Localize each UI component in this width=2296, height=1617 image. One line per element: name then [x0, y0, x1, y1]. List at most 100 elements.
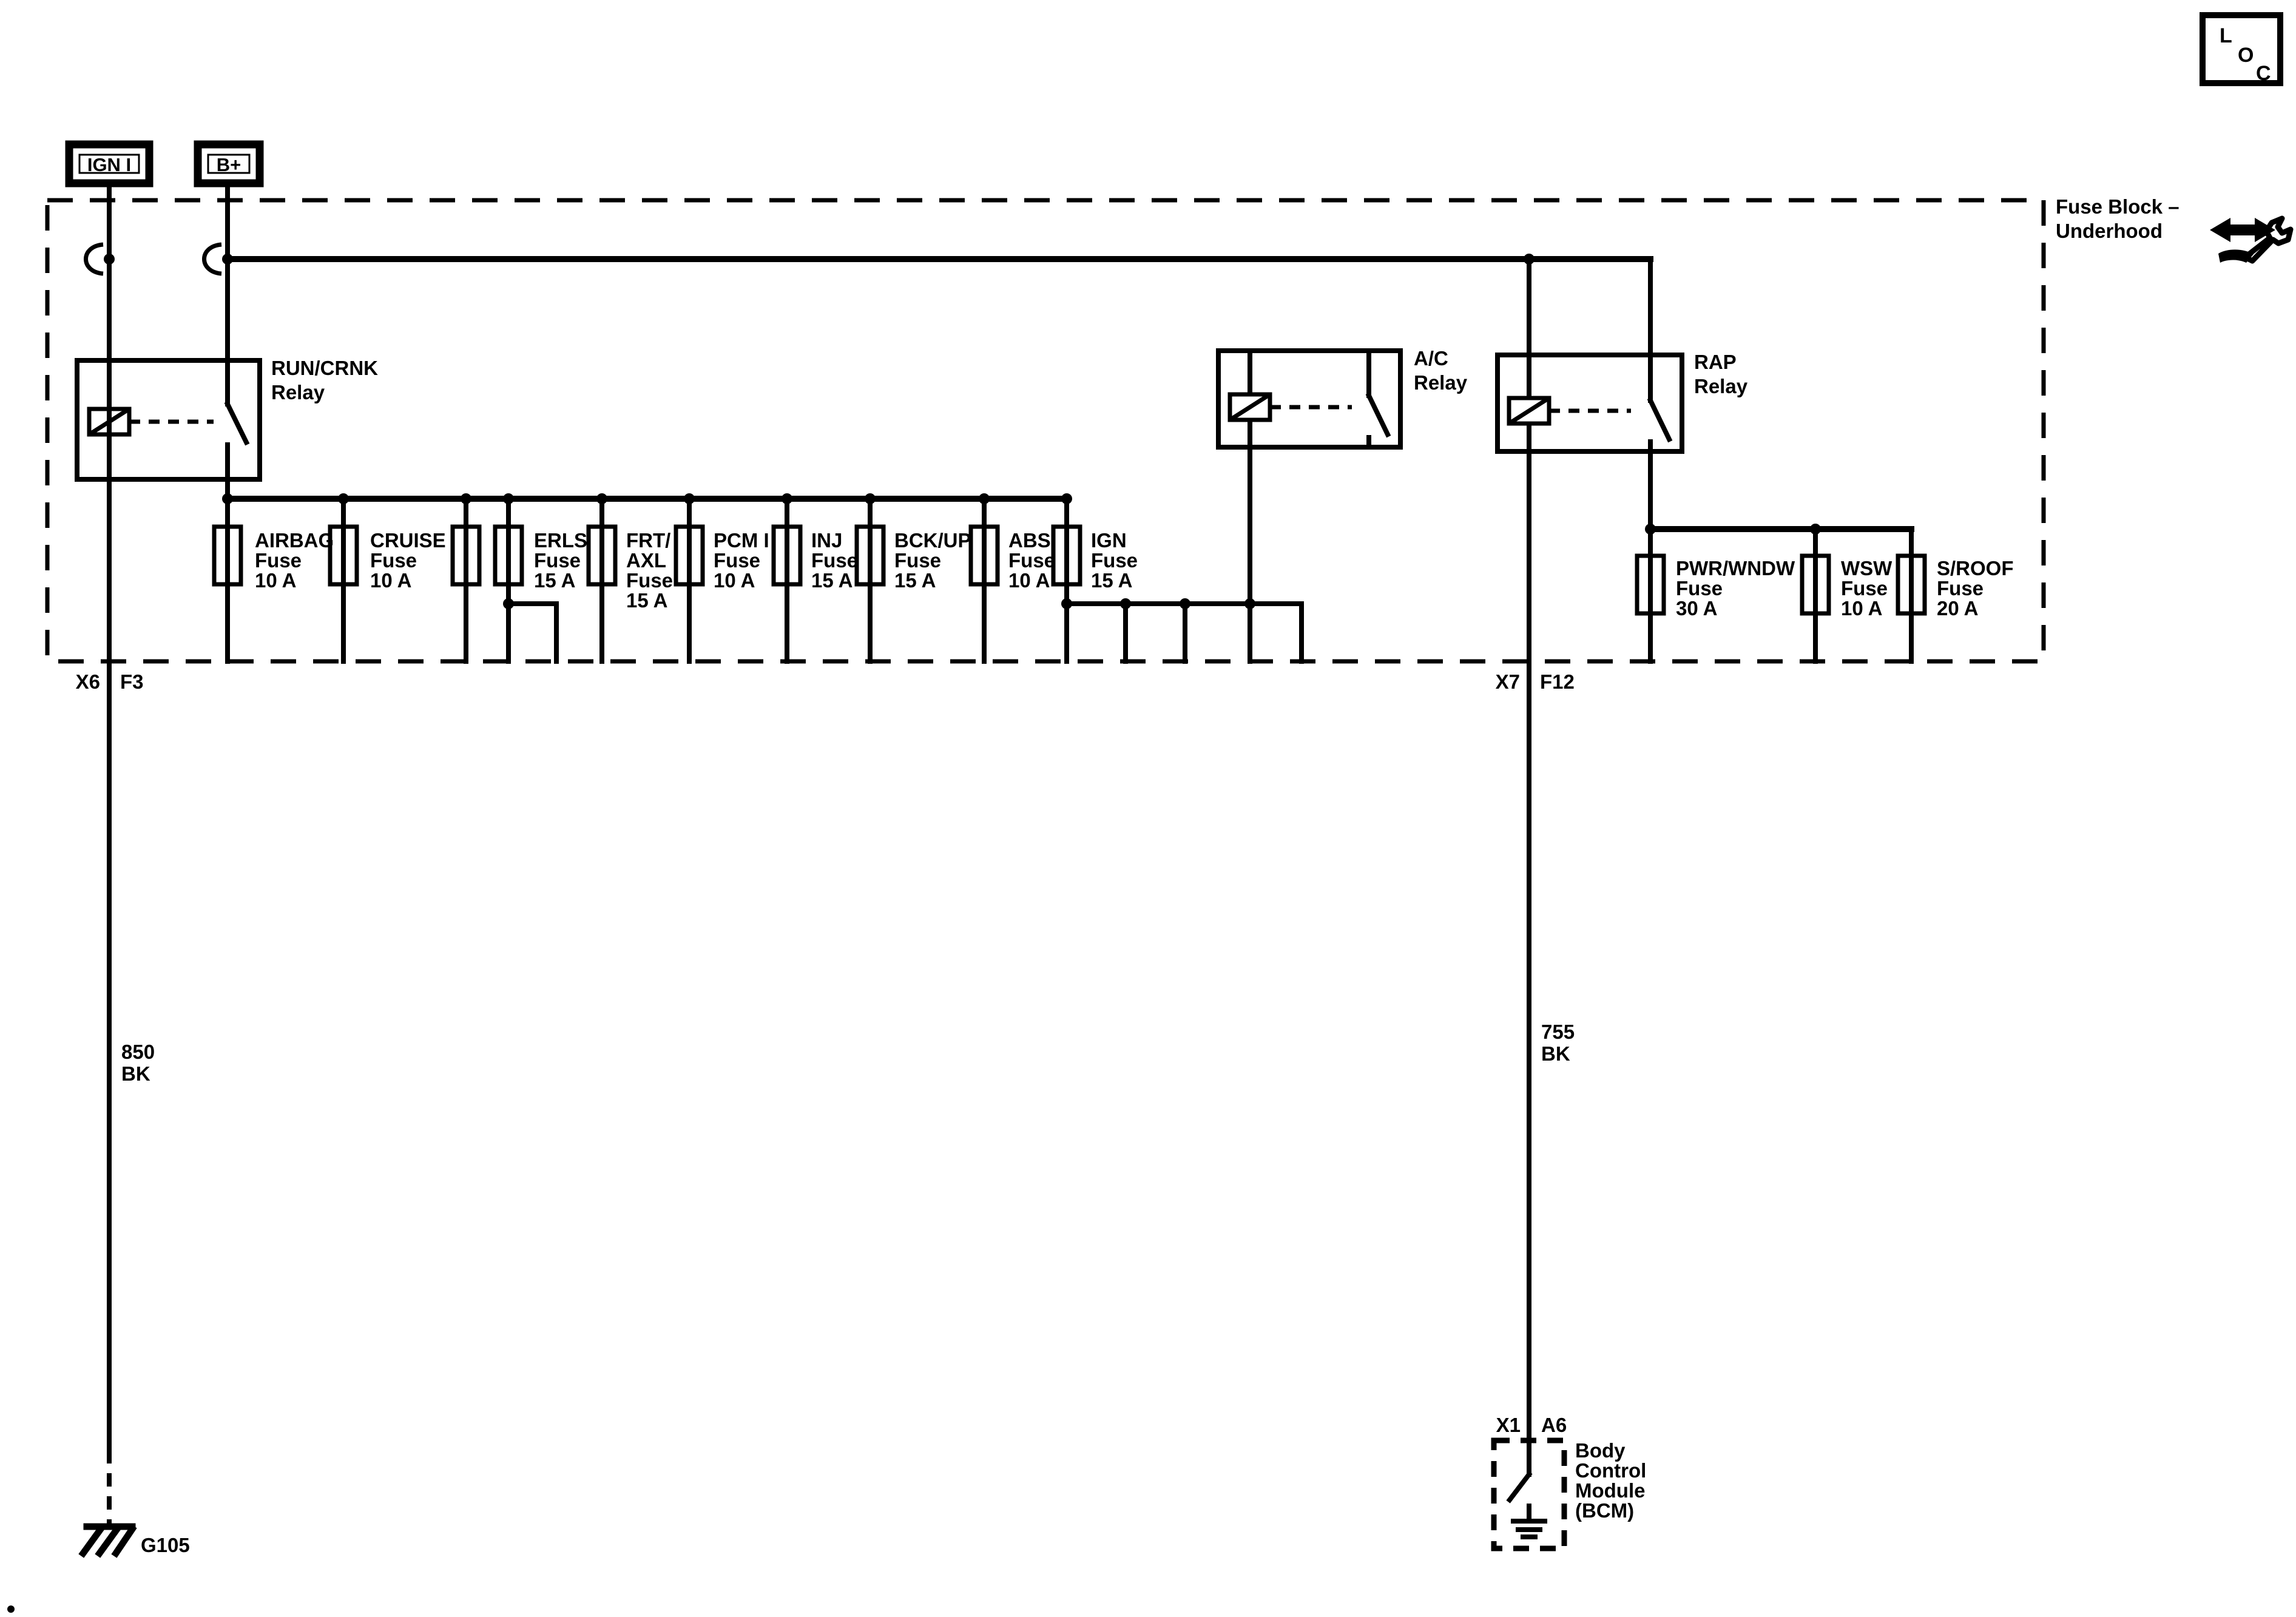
fuse-label: Fuse	[1676, 577, 1723, 599]
fuse-label: FRT/	[626, 529, 670, 552]
rap-relay: RAP Relay	[1495, 257, 1748, 1477]
bcm-label: Module	[1575, 1479, 1645, 1502]
wire-755-bk: 755 BK	[1541, 1021, 1575, 1065]
fuse-label: PWR/WNDW	[1676, 557, 1795, 579]
fuse-label: Fuse	[1937, 577, 1984, 599]
bplus-top-bus	[225, 254, 1653, 357]
connector-x7-label: X7	[1496, 670, 1520, 693]
fuse-label: 10 A	[714, 569, 755, 592]
connector-x1-label: X1	[1496, 1414, 1521, 1436]
connector-x7-f12: X7 F12	[1496, 670, 1575, 693]
fuse-block-boundary	[45, 198, 2046, 664]
fuse-icon	[968, 524, 1000, 587]
fuse-frt-axl: FRT/ AXL Fuse 15 A	[586, 496, 673, 664]
connector-f12-label: F12	[1540, 670, 1575, 693]
ground-g105: G105	[78, 1523, 190, 1558]
loc-letter-c: C	[2256, 62, 2271, 85]
connector-x6-f3: X6 F3	[76, 670, 144, 693]
ac-relay: A/C Relay	[1216, 347, 1468, 664]
fuse-label: ERLS	[534, 529, 587, 552]
fuse-block-title-line1: Fuse Block –	[2056, 195, 2180, 218]
fuse-icon	[854, 524, 886, 587]
bplus-feed-wire	[202, 181, 233, 407]
fuse-label: 15 A	[534, 569, 575, 592]
bcm-internal-switch	[1506, 1471, 1533, 1504]
bplus-terminal: B+	[194, 140, 264, 187]
fuse-label: IGN	[1091, 529, 1127, 552]
ign-output-bus	[1061, 598, 1304, 664]
fuse-icon	[1896, 553, 1927, 616]
bcm-module: X1 A6 Body Control Module (BCM)	[1491, 1414, 1646, 1551]
fuse-label: BCK/UP	[894, 529, 971, 552]
fuse-icon	[771, 524, 803, 587]
fuse-ign: IGN Fuse 15 A	[1051, 496, 1138, 664]
ign-feed-wire	[84, 181, 115, 1453]
fuse-pcm-i: PCM I Fuse 10 A	[674, 496, 769, 664]
fuse-label: 15 A	[1091, 569, 1132, 592]
fuse-label: ABS	[1008, 529, 1051, 552]
wire-850-bk: 850 BK	[107, 1041, 155, 1524]
fuse-label: 10 A	[1008, 569, 1050, 592]
bcm-label: Body	[1575, 1439, 1626, 1462]
fuse-block-title: Fuse Block – Underhood	[2056, 195, 2180, 242]
fuse-icon	[493, 524, 524, 587]
relay-switch-blade	[224, 400, 250, 446]
fuse-spare	[450, 496, 482, 664]
ac-relay-name: A/C	[1414, 347, 1448, 370]
fuse-label: INJ	[811, 529, 842, 552]
fuse-icon	[1800, 553, 1831, 616]
fuse-block-title-line2: Underhood	[2056, 220, 2163, 242]
fuse-icon	[1635, 553, 1666, 616]
wire-color-code: BK	[1541, 1042, 1570, 1065]
bplus-terminal-label: B+	[217, 154, 241, 175]
fuse-label: AXL	[626, 549, 666, 572]
fuse-label: Fuse	[534, 549, 581, 572]
fuse-label: 30 A	[1676, 597, 1717, 619]
run-crnk-relay-type: Relay	[271, 381, 325, 403]
fuse-inj: INJ Fuse 15 A	[771, 496, 858, 664]
fuse-label: Fuse	[1841, 577, 1888, 599]
loc-icon: L O C	[2200, 12, 2283, 86]
left-fuse-bus	[222, 493, 1072, 504]
fuse-label: 20 A	[1937, 597, 1978, 619]
loc-letter-l: L	[2220, 24, 2232, 47]
splice-hook-icon	[202, 242, 222, 276]
relay-switch-blade	[1365, 392, 1391, 438]
fuse-label: 15 A	[811, 569, 853, 592]
ac-relay-type: Relay	[1414, 371, 1468, 394]
connector-a6-label: A6	[1541, 1414, 1567, 1436]
fuse-icon	[586, 524, 618, 587]
fuse-bck-up: BCK/UP Fuse 15 A	[854, 496, 971, 664]
wrench-double-arrow-icon	[2210, 215, 2294, 264]
run-crnk-relay-name: RUN/CRNK	[271, 357, 378, 379]
fuse-s-roof: S/ROOF Fuse 20 A	[1896, 527, 2014, 664]
ign-terminal: IGN I	[65, 140, 154, 187]
fuse-label: Fuse	[626, 569, 673, 592]
fuse-label: Fuse	[1091, 549, 1138, 572]
fuse-abs: ABS Fuse 10 A	[968, 496, 1055, 664]
loc-letter-o: O	[2238, 44, 2254, 67]
fuse-label: Fuse	[370, 549, 417, 572]
fuse-label: 15 A	[894, 569, 936, 592]
rap-relay-name: RAP	[1694, 351, 1737, 373]
page-artifact-dot	[7, 1605, 15, 1613]
fuse-label: AIRBAG	[255, 529, 334, 552]
fuse-cruise: CRUISE Fuse 10 A	[328, 496, 446, 664]
fuse-label: Fuse	[714, 549, 760, 572]
fuse-airbag: AIRBAG Fuse 10 A	[212, 496, 334, 664]
bcm-label: (BCM)	[1575, 1499, 1634, 1522]
right-fuse-bus	[1645, 524, 1914, 535]
fuse-label: 10 A	[1841, 597, 1882, 619]
fuse-label: CRUISE	[370, 529, 446, 552]
fuse-wsw: WSW Fuse 10 A	[1800, 527, 1893, 664]
fuse-icon	[450, 524, 482, 587]
wire-circuit-number: 755	[1541, 1021, 1575, 1043]
wire-color-code: BK	[121, 1062, 150, 1085]
bcm-label: Control	[1575, 1459, 1646, 1482]
fuse-label: 10 A	[255, 569, 296, 592]
ign-terminal-label: IGN I	[87, 154, 131, 175]
fuse-erls: ERLS Fuse 15 A	[493, 496, 587, 664]
fuse-label: WSW	[1841, 557, 1893, 579]
ground-icon	[1511, 1504, 1547, 1539]
